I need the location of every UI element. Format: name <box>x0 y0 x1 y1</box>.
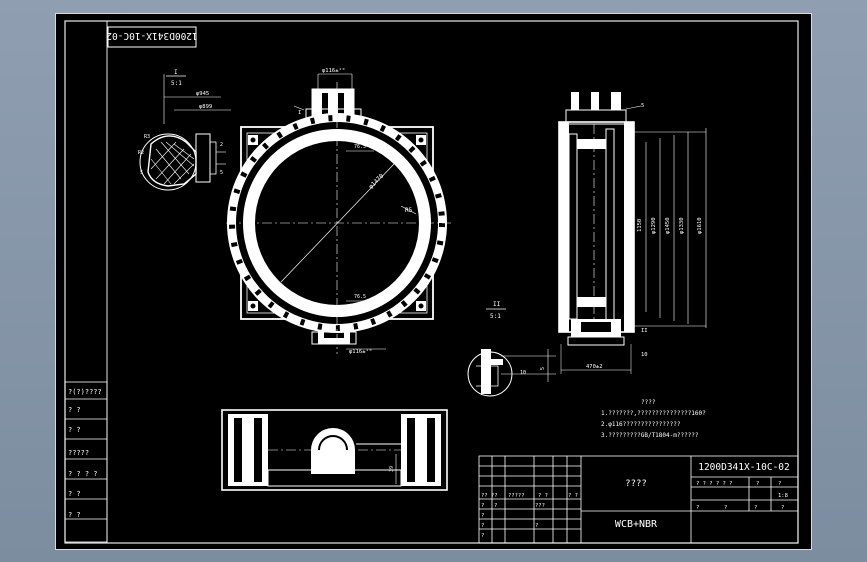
side-dim-2: φ1290 <box>651 217 657 234</box>
strip-row-2: ? ? <box>68 406 81 414</box>
detail1-dim-b: φ899 <box>199 104 212 110</box>
front-bottom-w: 76.5 <box>354 294 366 300</box>
side-dim-5: φ1610 <box>697 217 703 234</box>
tb-r2-c1: ? <box>696 505 699 511</box>
detail1-label: I <box>174 69 178 76</box>
strip-row-7: ? ? <box>68 511 81 519</box>
strip-row-6: ? ? <box>68 490 81 498</box>
side-dim-4: φ1330 <box>679 217 685 234</box>
strip-row-3: ? ? <box>68 426 81 434</box>
notes-heading: ???? <box>641 399 656 406</box>
tb-c3: ? ? <box>538 493 548 499</box>
detail-view-2: II 5:1 5 10 <box>467 301 556 397</box>
detail1-dim-a: φ945 <box>196 91 209 97</box>
strip-row-4: ????? <box>68 449 89 457</box>
notes-line-3: 3.?????????GB/T1804-m?????? <box>601 432 699 439</box>
side-bottom-dim: 10 <box>641 352 648 358</box>
detail-view-1: I 5:1 φ945 φ899 R3 R2 5 2 5 <box>138 69 231 191</box>
strip-row-1: ?(?)???? <box>68 388 102 396</box>
detail1-s2: 2 <box>220 142 223 148</box>
detail1-s3: 5 <box>220 170 223 176</box>
drawing-sheet: 1200D341X-10C-02 ?(?)???? ? ? ? ? ????? … <box>55 13 812 550</box>
tb-c7: ? <box>494 503 497 509</box>
side-view: 1150 φ1290 φ1450 φ1330 φ1610 470±2 5 10 … <box>558 92 707 374</box>
title-block <box>478 455 799 544</box>
mirrored-code-box <box>107 26 197 48</box>
front-top-w: 76.5 <box>354 144 366 150</box>
detail1-r1: R3 <box>144 134 150 140</box>
side-top-dim: 5 <box>641 103 644 109</box>
tb-c5: ??? <box>535 503 545 509</box>
left-strip-table <box>64 381 108 543</box>
notes-line-2: 2.φ116???????????????? <box>601 421 681 428</box>
detail1-r2: R2 <box>138 150 144 156</box>
detail1-s1: 5 <box>140 170 143 176</box>
front-bottom-dim: φ116±¹⁰ <box>349 348 372 355</box>
detail2-scale: 5:1 <box>490 313 501 320</box>
scale: 1:8 <box>778 493 788 499</box>
part-name: ???? <box>625 479 647 489</box>
front-r: R5 <box>405 207 413 214</box>
side-width: 470±2 <box>586 364 603 370</box>
side-dim-3: φ1450 <box>665 217 671 234</box>
bottom-dim: 39 <box>389 466 395 472</box>
tb-c2: ????? <box>508 493 525 499</box>
tb-c8: ? <box>481 513 484 519</box>
bottom-view: 39 <box>221 409 448 491</box>
tb-c1: ?? ?? <box>481 493 498 499</box>
technical-notes: ???? 1.???????,???????????????160? 2.φ11… <box>601 399 706 439</box>
tb-r1-c2: ? <box>756 481 759 487</box>
detail1-scale: 5:1 <box>171 80 182 87</box>
front-ref-1: I <box>298 110 301 116</box>
tb-c9: ? <box>481 523 484 529</box>
tb-r2-c2: ? <box>724 505 727 511</box>
inner-frame <box>64 20 799 544</box>
tb-r1-c3: ? <box>778 481 781 487</box>
tb-r2-c3: ? <box>754 505 757 511</box>
front-top-dim: φ116±¹⁰ <box>322 67 345 74</box>
side-dim-1: 1150 <box>637 219 643 232</box>
tb-r1-c1: ? ? ? ? ? ? <box>696 481 732 487</box>
tb-c10: ? <box>481 533 484 539</box>
side-ref-2: II <box>641 328 648 334</box>
front-view: φ1470 R5 φ116±¹⁰ φ116±¹⁰ 76.5 76.5 I <box>226 67 451 355</box>
tb-c4: ? ? <box>568 493 578 499</box>
notes-line-1: 1.???????,???????????????160? <box>601 410 706 417</box>
detail2-dim-b: 10 <box>520 370 526 376</box>
tb-c6: ? <box>481 503 484 509</box>
tb-c11: ? <box>535 523 538 529</box>
mirrored-code: 1200D341X-10C-02 <box>106 30 198 41</box>
tb-r2-c4: ? <box>781 505 784 511</box>
drawing-code: 1200D341X-10C-02 <box>698 462 790 473</box>
detail2-label: II <box>493 301 501 308</box>
strip-row-5: ? ? ? ? <box>68 470 98 478</box>
detail2-dim-a: 5 <box>540 367 546 370</box>
cad-drawing: 1200D341X-10C-02 ?(?)???? ? ? ? ? ????? … <box>64 20 799 544</box>
material: WCB+NBR <box>615 519 658 530</box>
